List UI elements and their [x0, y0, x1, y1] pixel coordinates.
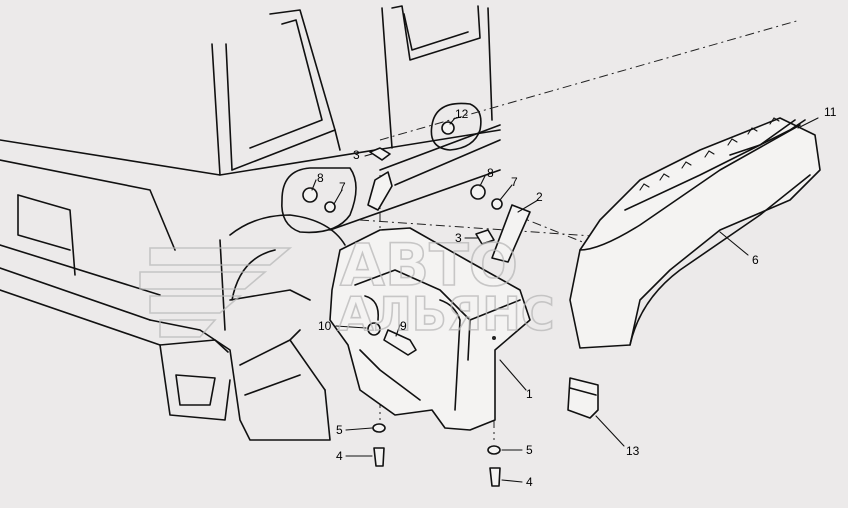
callout-3-top: 3: [353, 148, 360, 162]
callout-4-right: 4: [526, 475, 533, 489]
clip-part: [567, 377, 599, 419]
callout-9: 9: [400, 319, 407, 333]
callout-13: 13: [626, 444, 640, 458]
mud-flap: [329, 227, 531, 431]
callout-8-right: 8: [487, 166, 494, 180]
callout-2: 2: [536, 190, 543, 204]
callout-5-left: 5: [336, 423, 343, 437]
callout-7-right: 7: [511, 175, 518, 189]
callout-5-right: 5: [526, 443, 533, 457]
vehicle-body: [0, 5, 501, 441]
callout-6: 6: [752, 253, 759, 267]
callout-1: 1: [526, 387, 533, 401]
callout-4-left: 4: [336, 449, 343, 463]
callout-labels: 3 8 7 8 7 2 3 12 11 6 1 9 10 5 4 5 4 13: [317, 105, 837, 489]
watermark-line1: АВТО: [340, 231, 518, 299]
callout-8-left: 8: [317, 171, 324, 185]
callout-7-left: 7: [339, 180, 346, 194]
watermark-logo: АВТО АЛЬЯНС: [139, 230, 555, 342]
callout-10: 10: [318, 319, 332, 333]
watermark-line2: АЛЬЯНС: [338, 287, 555, 341]
axis-line-1: [379, 19, 801, 141]
fender-flare: [569, 117, 821, 349]
callout-12: 12: [455, 107, 469, 121]
callout-11: 11: [824, 105, 837, 119]
leader-lines: [311, 117, 819, 483]
fasteners: [302, 121, 531, 487]
callout-3-mid: 3: [455, 231, 462, 245]
